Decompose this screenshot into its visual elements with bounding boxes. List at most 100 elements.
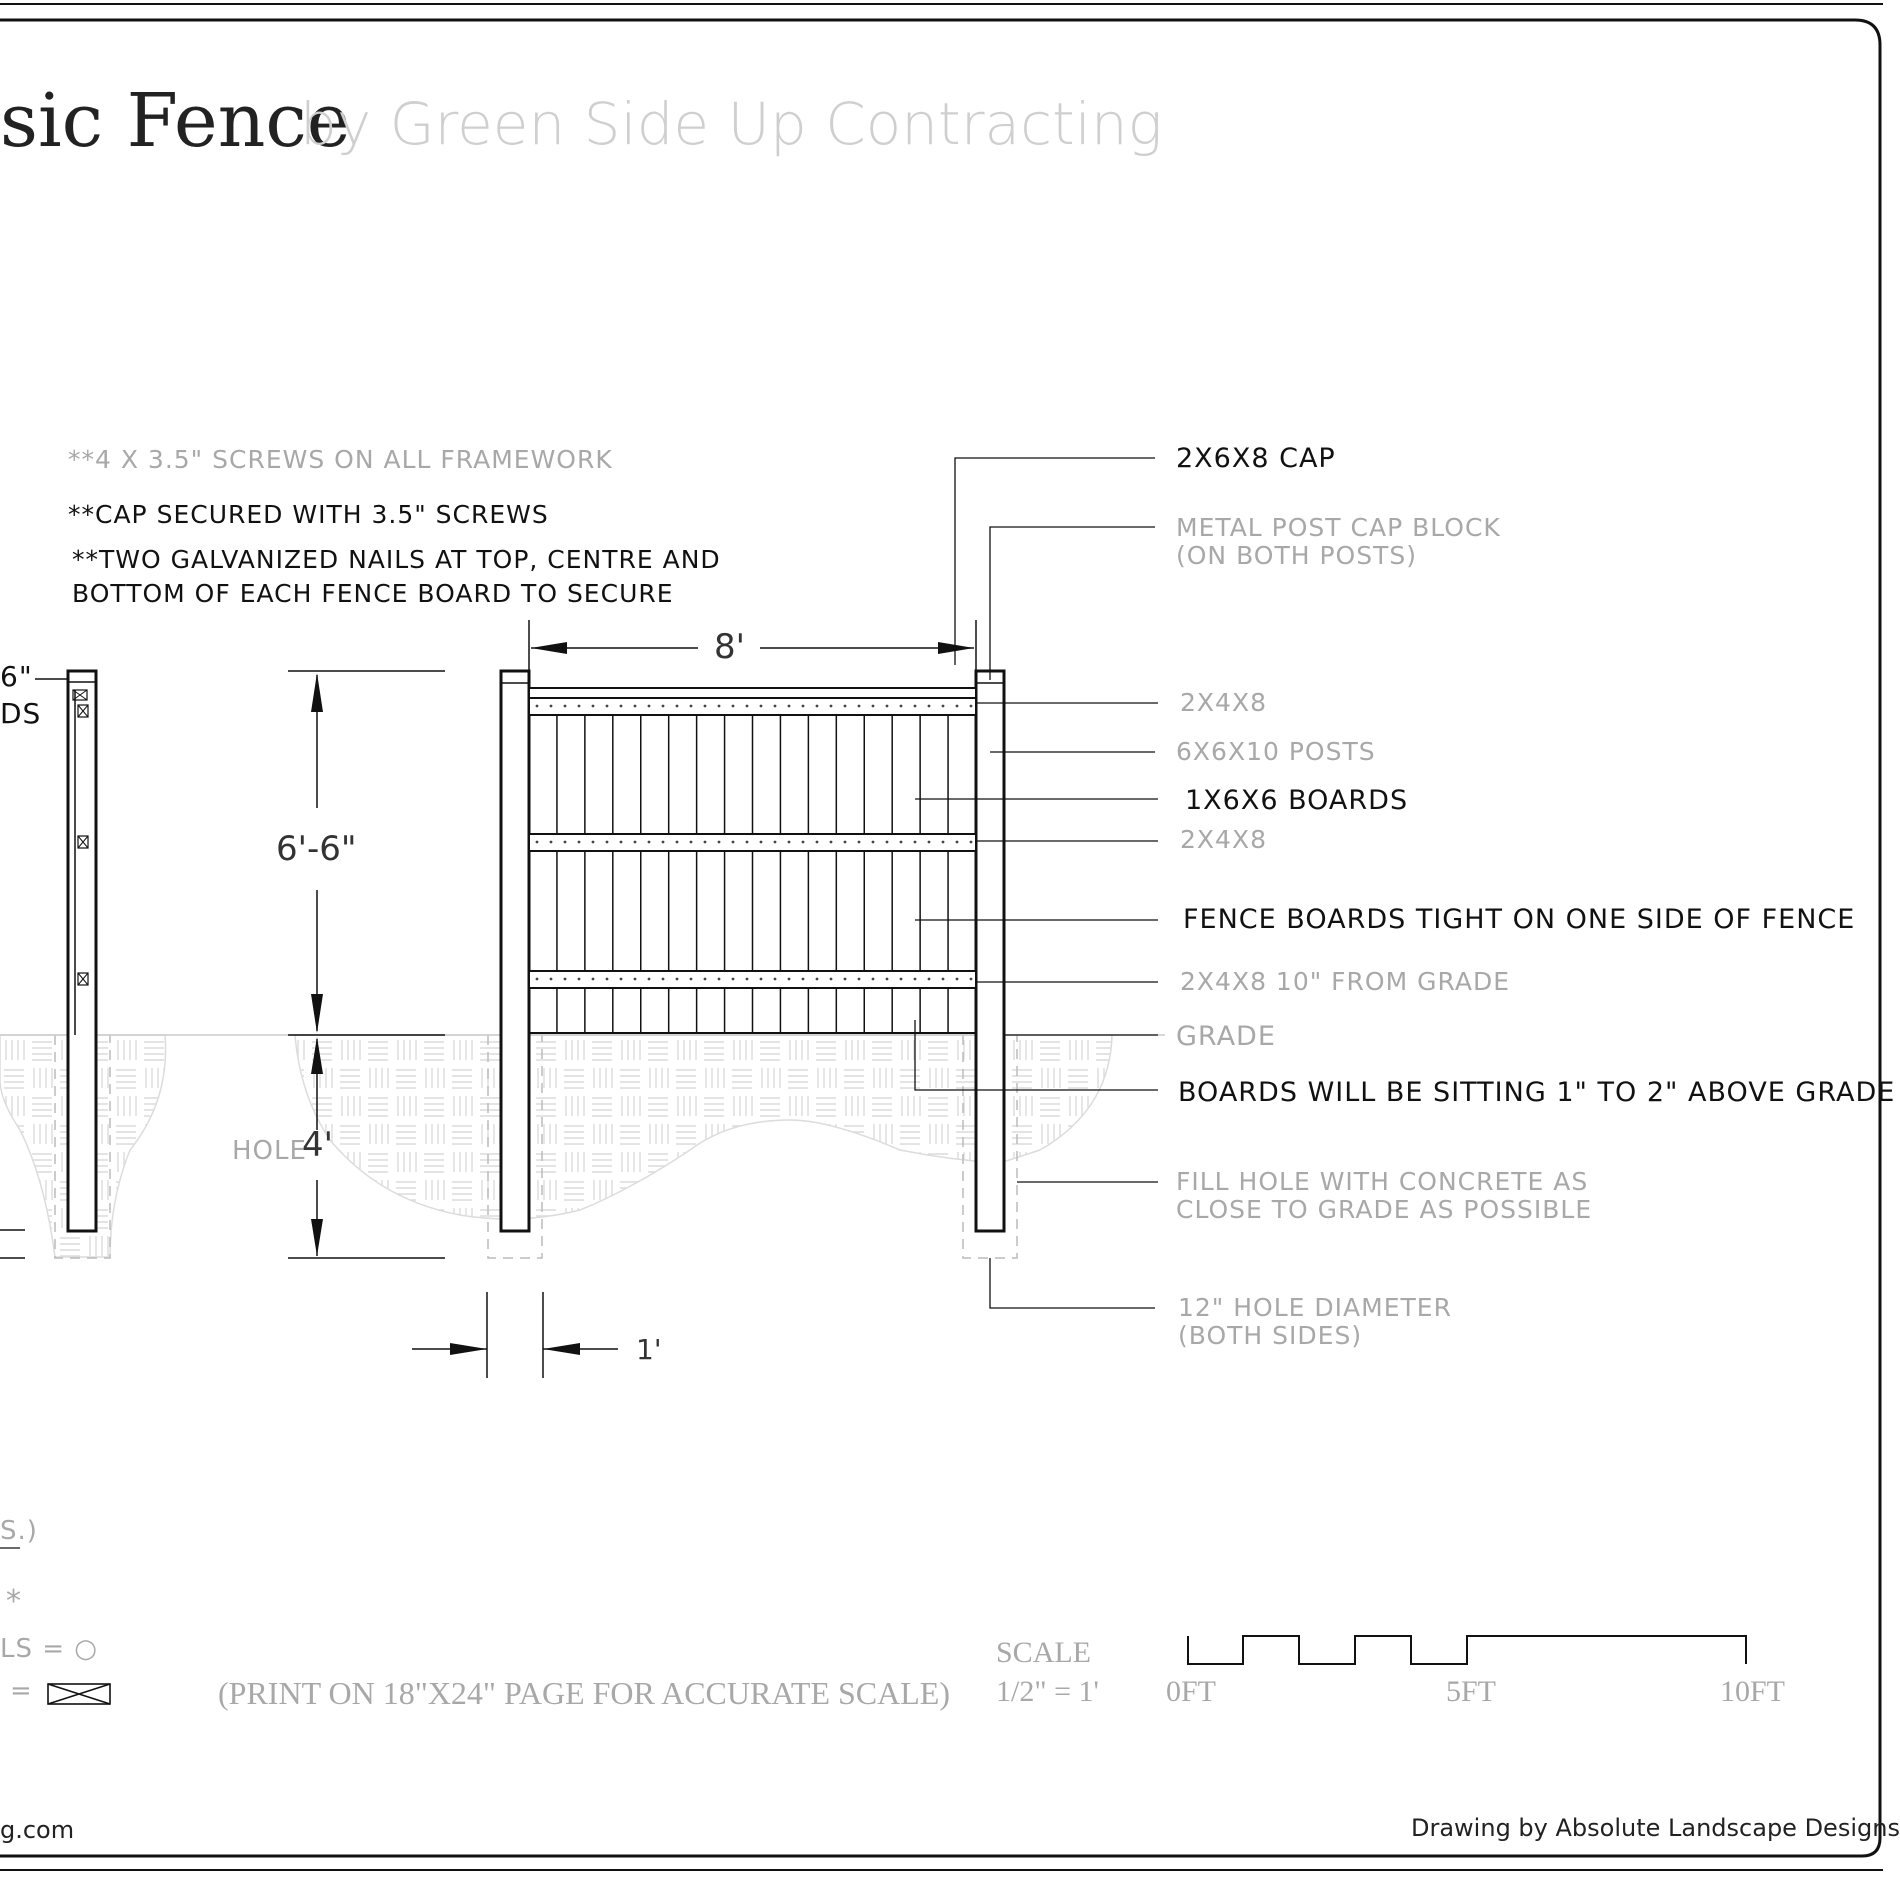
scale-tick-5: 5FT [1446,1675,1497,1708]
nail-dot [745,704,749,708]
nail-dot [801,977,805,981]
nail-dot [829,840,833,844]
callout-hole-diameter-2: (BOTH SIDES) [1178,1321,1363,1350]
nail-dot [591,704,595,708]
nail-dot [703,704,707,708]
nail-dot [563,704,567,708]
callout-cap: 2x6x8 CAP [1176,443,1336,474]
nail-dot [689,840,693,844]
nail-dot [675,840,679,844]
nail-dot [633,977,637,981]
callout-posts: 6X6X10 POSTS [1176,737,1376,766]
nail-dot [913,977,917,981]
nail-dot [563,977,567,981]
nail-dot [549,704,553,708]
legend-item-2: * [6,1584,21,1619]
nail-dot [675,977,679,981]
height-dimension [288,670,445,1259]
nail-dot [969,977,973,981]
nail-dot [619,977,623,981]
bottom-rail [528,970,977,989]
nail-dot [647,977,651,981]
nail-dot [829,704,833,708]
nail-dot [955,840,959,844]
nail-dot [871,704,875,708]
hole-depth-label: 4' [302,1125,333,1165]
callout-tight-side: FENCE BOARDS TIGHT ON ONE SIDE OF FENCE [1183,904,1856,935]
nail-dot [815,704,819,708]
nail-dot [605,704,609,708]
side-view-post [0,669,98,1259]
nail-dot [899,704,903,708]
side-view-label-2: DS [0,697,42,730]
nail-dot [843,704,847,708]
nail-dot [689,977,693,981]
page-border [0,3,1883,1871]
nail-dot [689,704,693,708]
nail-dot [913,704,917,708]
nail-dot [899,840,903,844]
post-spacing-label: 1' [636,1333,662,1366]
nail-dot [759,704,763,708]
nail-dot [941,840,945,844]
nail-dot [605,977,609,981]
callout-bottom-rail: 2X4X8 10" FROM GRADE [1180,967,1510,996]
nail-dot [927,704,931,708]
ground-section [0,1034,1113,1259]
side-view-label-1: 6" [0,660,33,693]
nail-dot [857,704,861,708]
nail-dot [703,977,707,981]
nail-dot [857,977,861,981]
nail-dot [717,977,721,981]
callout-boards: 1X6X6 BOARDS [1185,785,1409,816]
leader-lines [914,457,1158,1309]
footer-website: g.com [0,1816,75,1844]
height-label: 6'-6" [276,829,357,869]
nail-dot [801,840,805,844]
nail-dot [871,840,875,844]
footer-credit: Drawing by Absolute Landscape Designs [1411,1814,1900,1842]
nail-dot [577,840,581,844]
callout-post-cap-2: (ON BOTH POSTS) [1176,541,1418,570]
callout-concrete-1: FILL HOLE WITH CONCRETE AS [1176,1167,1589,1196]
nail-dot [759,977,763,981]
nail-dot [731,840,735,844]
nail-dot [745,977,749,981]
page-title: sic Fence [0,78,351,164]
nail-dot [829,977,833,981]
nail-dot [787,977,791,981]
cap-rail [528,687,977,699]
nail-dot [619,840,623,844]
nail-dot [815,977,819,981]
nail-dot [885,840,889,844]
callout-top-rail: 2X4X8 [1180,688,1267,717]
nail-dot [745,840,749,844]
nail-dot [787,704,791,708]
callout-post-cap-1: METAL POST CAP BLOCK [1176,513,1501,542]
nail-dot [885,704,889,708]
top-rail [528,697,977,716]
nail-dot [871,977,875,981]
nail-dot [857,840,861,844]
nail-dot [549,977,553,981]
nail-dot [927,840,931,844]
nail-dot [661,704,665,708]
print-note: (PRINT ON 18"X24" PAGE FOR ACCURATE SCAL… [218,1675,950,1711]
callout-concrete-2: CLOSE TO GRADE AS POSSIBLE [1176,1195,1593,1224]
callout-grade: GRADE [1176,1021,1276,1052]
nail-dot [927,977,931,981]
mid-rail [528,833,977,852]
nail-dot [535,977,539,981]
callout-above-grade: BOARDS WILL BE SITTING 1" TO 2" ABOVE GR… [1178,1077,1896,1108]
note-nails-line1: **TWO GALVANIZED NAILS AT TOP, CENTRE AN… [72,545,721,574]
nail-dot [773,704,777,708]
nail-dot [577,704,581,708]
nail-dot [633,840,637,844]
nail-dot [577,977,581,981]
nail-dot [605,840,609,844]
legend-crossbox-symbol [47,1683,111,1705]
nail-dot [969,704,973,708]
scale-tick-10: 10FT [1720,1675,1786,1708]
nail-dot [955,704,959,708]
